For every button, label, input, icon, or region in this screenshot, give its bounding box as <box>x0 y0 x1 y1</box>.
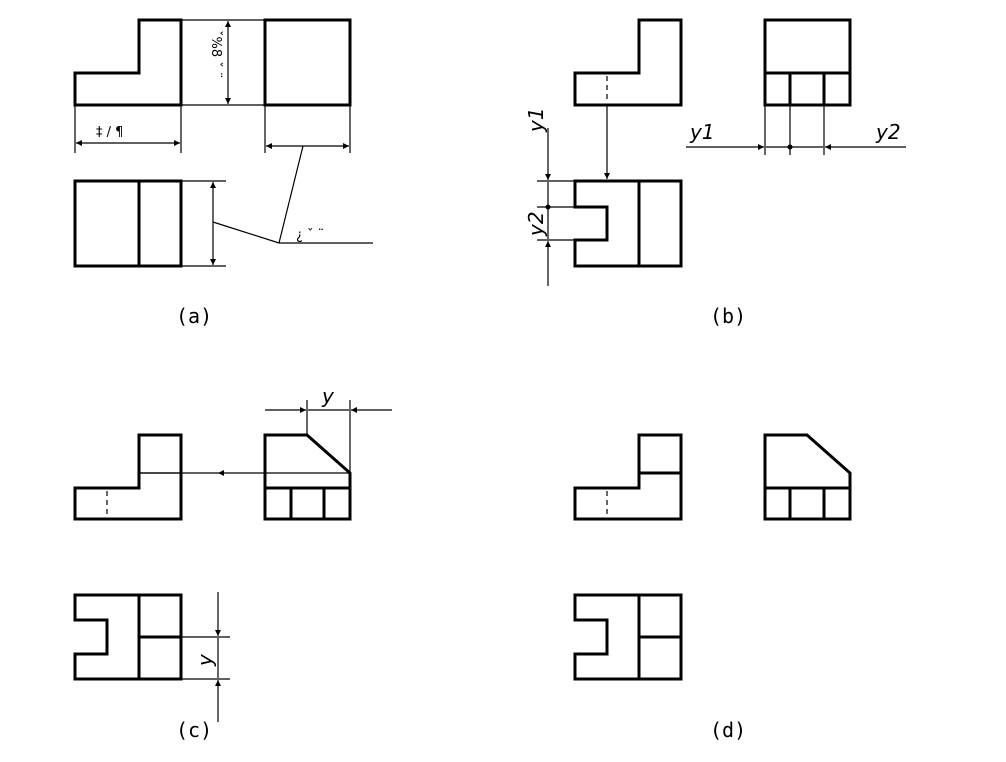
caption-d: (d) <box>710 718 746 742</box>
panel-b-label-y2-right: y2 <box>875 120 901 144</box>
panel-b-front-view <box>573 18 683 107</box>
panel-c-front-view <box>73 433 183 521</box>
panel-a-front-view <box>73 18 183 107</box>
panel-b-label-y2-left: y2 <box>524 211 548 237</box>
panel-b: y1 y2 y1 y2 (b) <box>524 18 906 328</box>
panel-c: y y (c) <box>73 384 392 742</box>
panel-d: (d) <box>573 433 852 742</box>
caption-b: (b) <box>710 304 746 328</box>
panel-a-top-view <box>73 179 183 268</box>
panel-d-side-view <box>763 433 852 521</box>
panel-c-label-y-bottom: y <box>193 653 217 667</box>
panel-a-leader-label: ¿ ˇ ¨ <box>296 228 324 243</box>
caption-c: (c) <box>176 718 212 742</box>
panel-a-side-view <box>263 18 352 107</box>
panel-a-width-label: ‡ / ¶ <box>96 125 123 140</box>
panel-d-front-view <box>573 433 683 521</box>
panel-b-label-y1-right: y1 <box>689 120 715 144</box>
panel-b-label-y1-left: y1 <box>524 107 548 133</box>
panel-c-label-y-top: y <box>321 384 335 408</box>
panel-c-side-view <box>263 433 352 521</box>
panel-b-top-view <box>573 179 683 268</box>
panel-b-side-view <box>763 18 852 107</box>
panel-d-top-view <box>573 593 683 681</box>
panel-c-top-view <box>73 593 183 681</box>
caption-a: (a) <box>176 304 212 328</box>
panel-a: ‡ / ¶ ˇ%8 ˇ ¨ ¿ ˇ ¨ (a) <box>73 18 373 328</box>
panel-a-height-label: ˇ%8 ˇ ¨ <box>208 30 223 78</box>
